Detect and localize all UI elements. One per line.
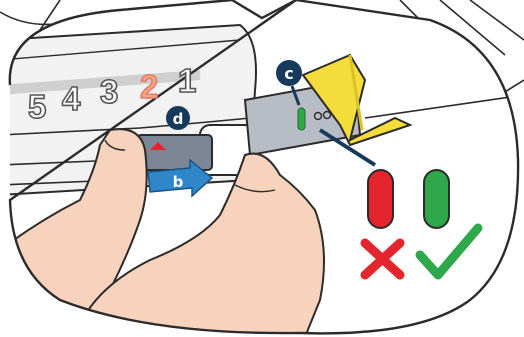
lens-outline bbox=[8, 0, 520, 335]
scale-numbers: 5 4 3 2 1 bbox=[27, 61, 197, 126]
callout-d: d bbox=[166, 106, 190, 130]
scale-number-2: 2 bbox=[140, 68, 158, 105]
lens-notch bbox=[231, 0, 297, 20]
scale-number-1: 1 bbox=[178, 62, 196, 99]
green-indicator-pill bbox=[423, 169, 450, 229]
green-indicator bbox=[297, 107, 306, 131]
scale-number-5: 5 bbox=[28, 88, 46, 125]
adjuster-button bbox=[136, 134, 213, 171]
check-icon bbox=[415, 223, 483, 280]
right-hand bbox=[73, 152, 325, 334]
scale-number-4: 4 bbox=[62, 80, 81, 117]
push-arrow bbox=[147, 158, 214, 198]
scale-number-3: 3 bbox=[100, 73, 118, 110]
svg-text:c: c bbox=[284, 64, 293, 83]
callout-b: b bbox=[173, 173, 184, 191]
svg-text:d: d bbox=[173, 110, 184, 128]
red-indicator-pill bbox=[367, 169, 394, 229]
callout-c: c bbox=[276, 60, 302, 106]
pointer-line bbox=[318, 128, 377, 167]
cross-icon bbox=[360, 238, 405, 280]
